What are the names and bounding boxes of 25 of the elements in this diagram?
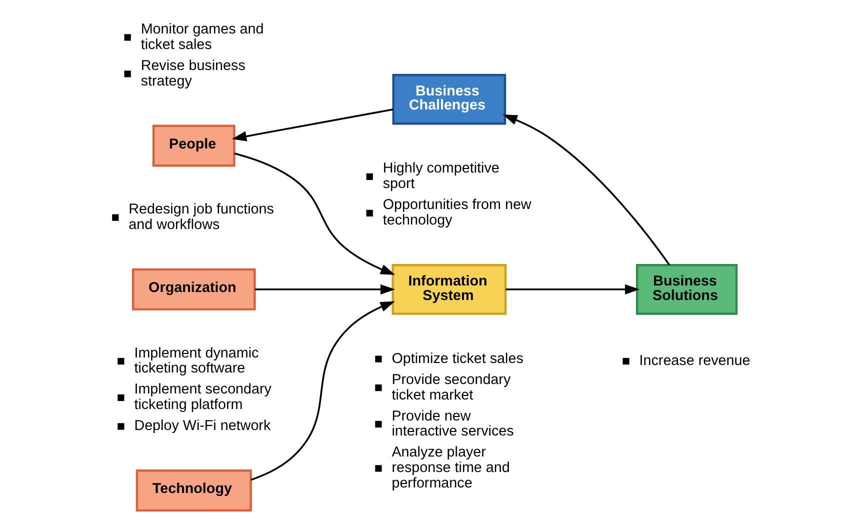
node-label: Redesign job functions and workflows: [128, 202, 274, 234]
arrow: [505, 284, 640, 295]
node-box: Information System: [391, 264, 506, 315]
node-box: Business Challenges: [392, 74, 506, 125]
arrow: [231, 108, 393, 142]
node-label: Increase revenue: [638, 353, 750, 369]
node-label: Provide new interactive services: [391, 408, 514, 440]
node-label: Implement secondary ticketing platform: [134, 382, 271, 414]
node-box: People: [152, 124, 235, 167]
node-label: Implement dynamic ticketing software: [134, 345, 258, 377]
arrow: [250, 301, 394, 481]
node-label: Deploy Wi-Fi network: [134, 418, 270, 434]
node-box: Technology: [135, 470, 252, 512]
node-label: Highly competitive sport: [382, 160, 499, 192]
node-label: Revise business strategy: [140, 58, 245, 90]
arrow: [502, 114, 670, 266]
node-label: Provide secondary ticket market: [391, 372, 510, 404]
node-label: Optimize ticket sales: [391, 350, 523, 367]
node-box: Organization: [132, 268, 256, 310]
arrow: [254, 284, 395, 295]
node-label: Analyze player response time and performance: [391, 444, 510, 492]
node-box: Business Solutions: [635, 264, 738, 315]
node-label: Monitor games and ticket sales: [140, 21, 264, 53]
arrow: [234, 152, 395, 275]
node-label: Opportunities from new technology: [382, 197, 531, 229]
